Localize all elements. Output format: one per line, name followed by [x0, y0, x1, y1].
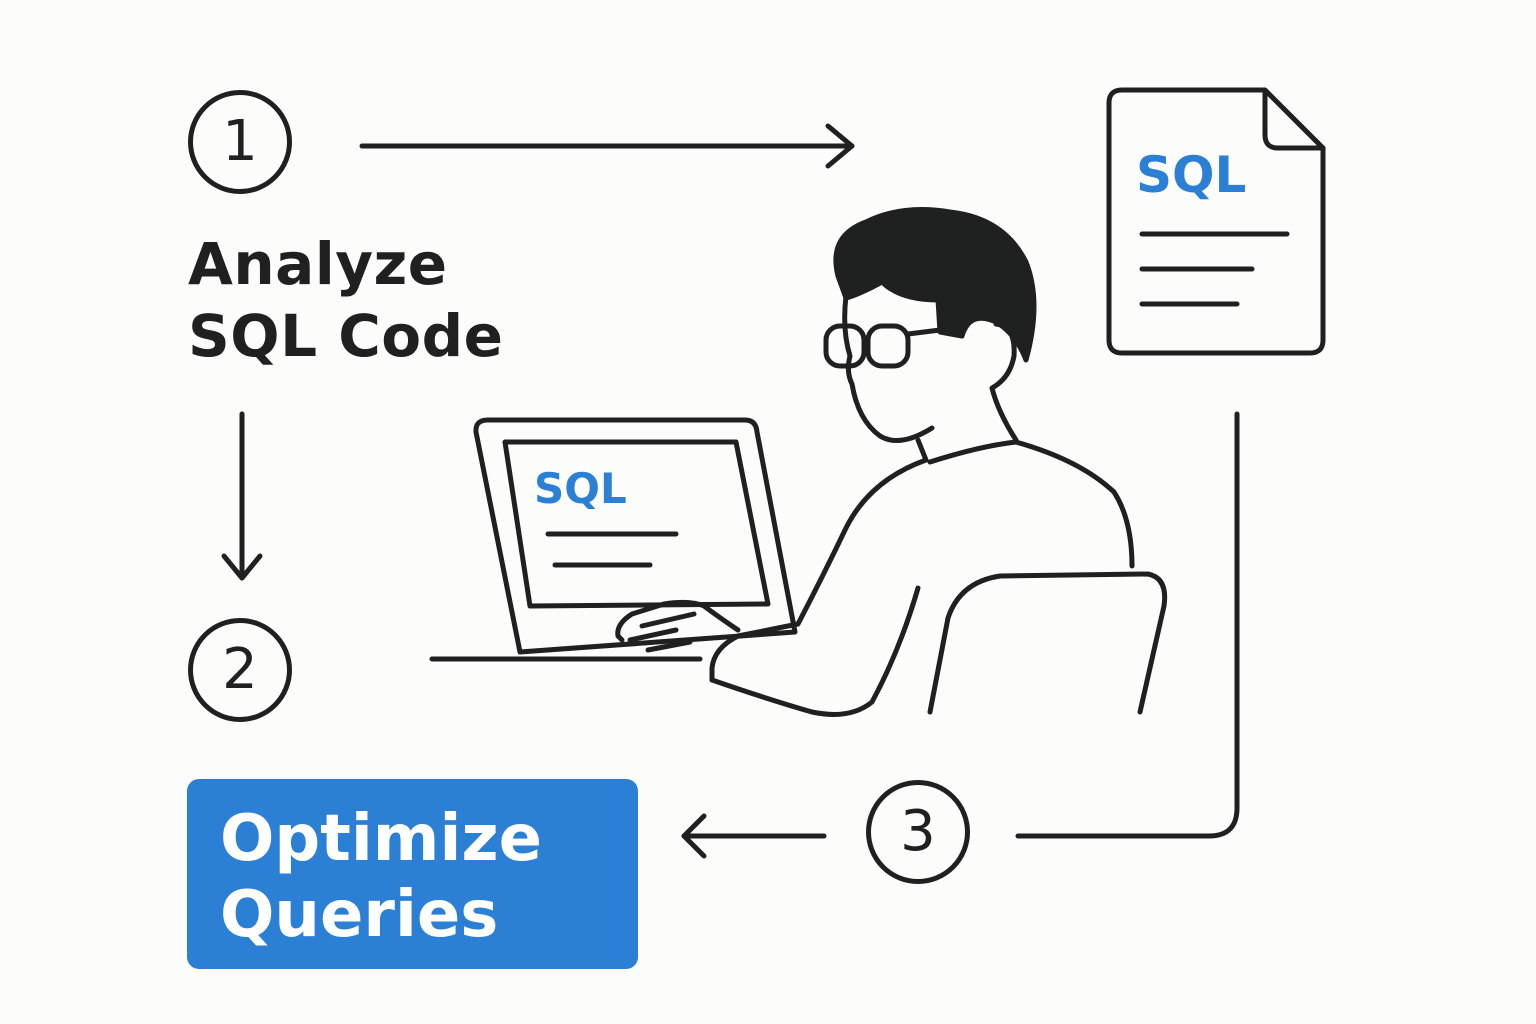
- action-line-2: Queries: [220, 878, 499, 952]
- person-illustration: [615, 207, 1168, 717]
- laptop-icon: [429, 417, 798, 662]
- arrow-down: [221, 411, 263, 581]
- step-1-label: Analyze SQL Code: [188, 228, 504, 372]
- step-1-label-line-2: SQL Code: [188, 302, 504, 370]
- action-line-1: Optimize: [220, 802, 543, 876]
- arrow-right: [359, 123, 855, 169]
- optimize-queries-box: Optimize Queries: [187, 779, 638, 969]
- step-3-marker: 3: [866, 780, 970, 884]
- return-connector: [1015, 411, 1240, 839]
- step-2-marker: 2: [188, 618, 292, 722]
- sql-document-icon: [1106, 87, 1326, 356]
- screen-sql-label: SQL: [534, 464, 627, 513]
- step-1-marker: 1: [188, 90, 292, 194]
- document-sql-label: SQL: [1136, 146, 1247, 204]
- step-1-label-line-1: Analyze: [188, 230, 448, 298]
- arrow-left: [681, 813, 827, 859]
